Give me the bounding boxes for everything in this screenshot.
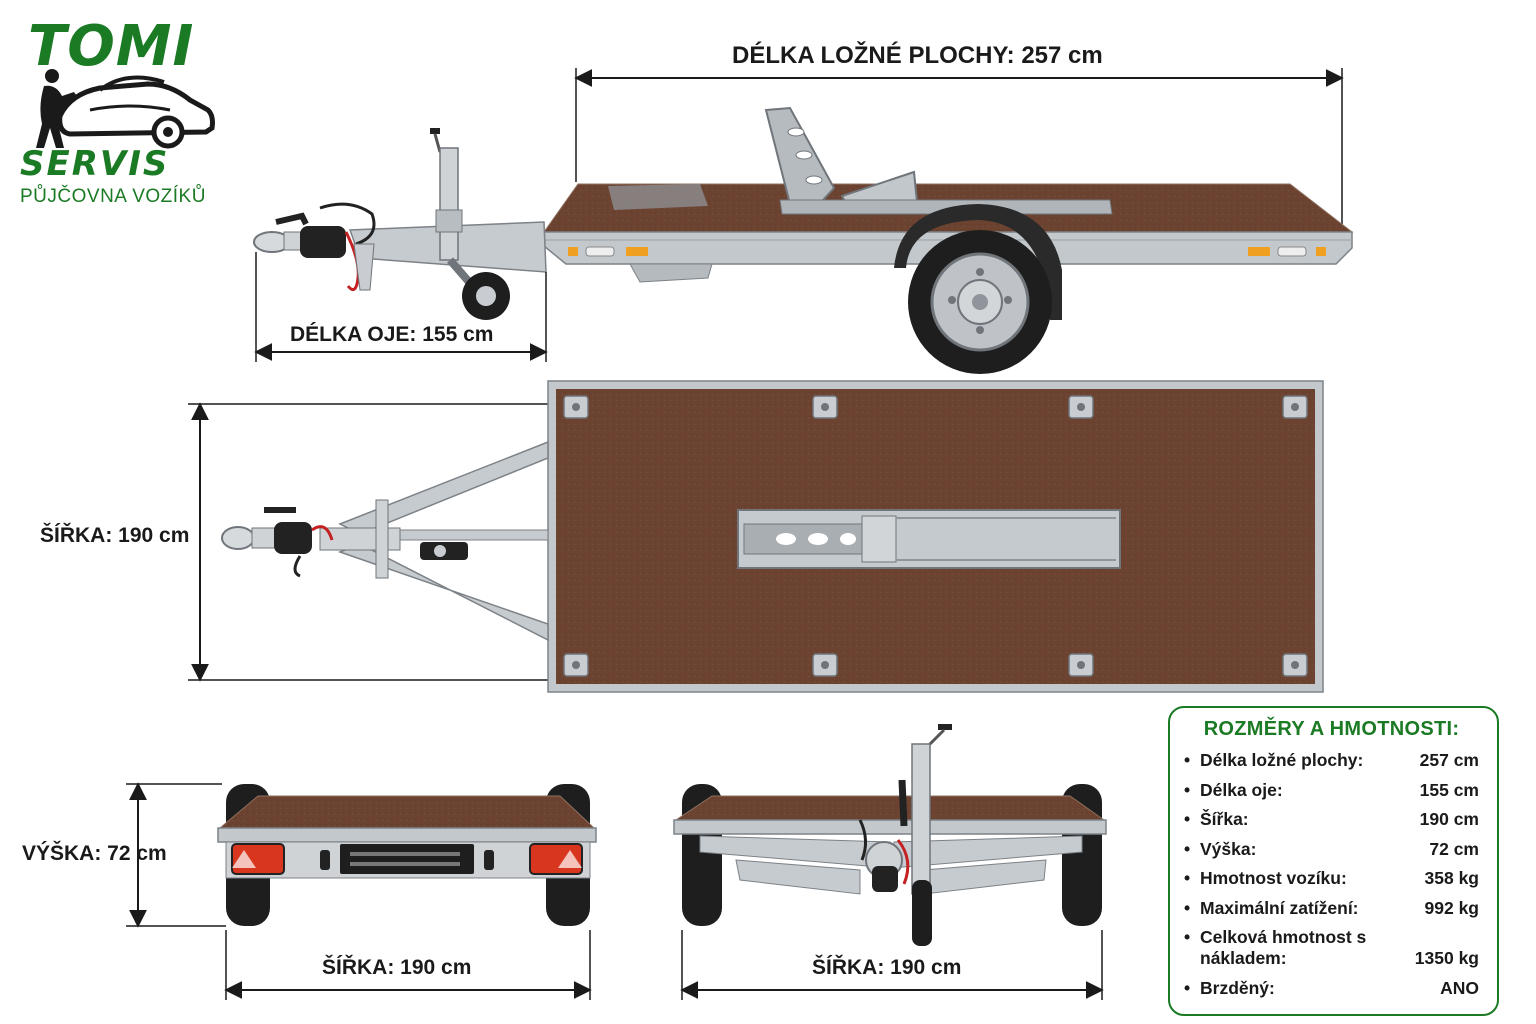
height-label: VÝŠKA: 72 cm [22,842,167,865]
logo-word-servis: SERVIS [20,144,170,184]
wheel-rail [737,509,1121,569]
spec-row: • Brzděný: ANO [1184,978,1479,999]
spec-row: • Délka ložné plochy: 257 cm [1184,750,1479,771]
spec-value: 1350 kg [1414,948,1479,968]
specs-panel: ROZMĚRY A HMOTNOSTI: • Délka ložné plochy… [1168,706,1499,1016]
bullet: • [1184,927,1191,947]
tongue-length-label: DÉLKA OJE: 155 cm [290,323,494,346]
spec-row: • Výška: 72 cm [1184,839,1479,860]
bullet: • [1184,897,1191,918]
spec-label: Maximální zatížení: [1200,897,1359,918]
spec-value: 72 cm [1429,838,1479,859]
top-a-frame-drawbar [221,440,549,642]
spec-label: Šířka: [1200,809,1249,829]
company-logo: TOMI SERVIS PŮJČOVNA VOZÍKŮ [18,14,228,214]
spec-row: • Hmotnost vozíku: 358 kg [1184,868,1479,889]
top-view [188,380,1324,693]
spec-value: 358 kg [1424,868,1479,888]
wheel-chock [764,106,1113,215]
side-view [253,68,1354,374]
front-deck-surface [674,795,1106,821]
spec-value: 257 cm [1419,750,1479,770]
spec-row: • Celková hmotnost s nákladem: 1350 kg [1184,927,1479,969]
mechanic-car-icon [36,69,215,149]
side-marker-light [568,247,578,256]
front-deck-frame [673,819,1107,835]
spec-label: Délka ložné plochy: [1200,750,1364,770]
rear-width-label: ŠÍŘKA: 190 cm [322,956,472,979]
spec-value: ANO [1440,977,1479,998]
spec-label: Hmotnost vozíku: [1200,868,1347,888]
specs-title: ROZMĚRY A HMOTNOSTI: [1203,718,1460,740]
rear-view [126,782,597,1000]
top-width-label: ŠÍŘKA: 190 cm [40,524,190,547]
spec-label: Výška: [1200,838,1257,859]
license-plate-holder [340,844,474,874]
spec-value: 155 cm [1419,779,1479,800]
bullet: • [1184,809,1191,829]
bullet: • [1184,779,1191,800]
rear-deck-frame [217,827,597,843]
front-width-label: ŠÍŘKA: 190 cm [812,956,962,979]
spec-label: Celková hmotnost s nákladem: [1200,927,1367,968]
side-coupling [253,202,376,292]
spec-row: • Délka oje: 155 cm [1184,780,1479,801]
bullet: • [1184,977,1191,998]
bullet: • [1184,868,1191,888]
bed-length-label: DÉLKA LOŽNÉ PLOCHY: 257 cm [732,42,1103,69]
rear-deck-surface [218,795,596,829]
front-view [673,724,1107,1000]
spec-label: Brzděný: [1200,977,1275,998]
side-road-wheel [894,204,1062,374]
spec-value: 992 kg [1424,897,1479,918]
logo-subtitle: PŮJČOVNA VOZÍKŮ [20,186,206,207]
bullet: • [1184,750,1191,770]
spec-row: • Maximální zatížení: 992 kg [1184,898,1479,919]
bullet: • [1184,838,1191,859]
spec-row: • Šířka: 190 cm [1184,809,1479,830]
spec-label: Délka oje: [1200,779,1283,800]
jockey-wheel [430,128,510,320]
logo-word-tomi: TOMI [28,14,195,79]
spec-value: 190 cm [1419,809,1479,829]
